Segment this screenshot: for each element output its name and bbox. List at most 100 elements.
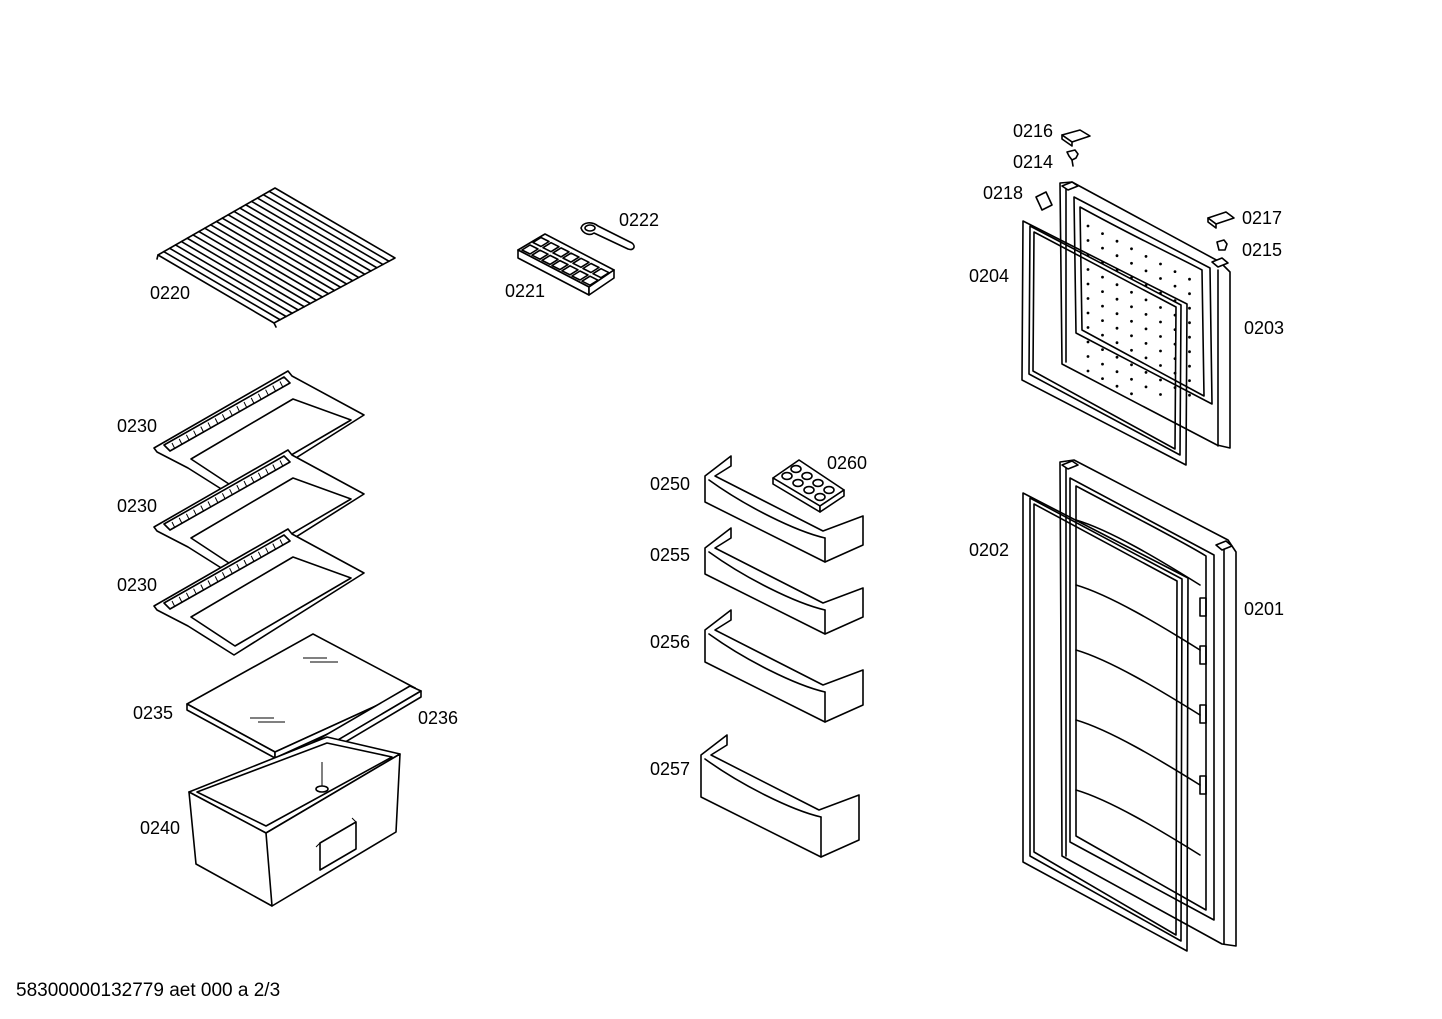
shelf-grille-line	[214, 418, 219, 425]
freezer-dot	[1130, 305, 1133, 309]
freezer-dot	[1144, 255, 1148, 258]
freezer-dot	[1159, 378, 1162, 382]
freezer-dot	[1159, 306, 1162, 309]
freezer-dot	[1130, 247, 1133, 251]
shelf-grille-line	[193, 509, 198, 516]
ice-cell	[581, 275, 599, 287]
freezer-dot	[1130, 290, 1133, 294]
part-label-0217: 0217	[1242, 208, 1283, 228]
freezer-dot	[1086, 369, 1090, 373]
shelf-grille-line	[243, 480, 248, 488]
shelf-grille-line	[236, 563, 241, 571]
ice-scoop-drawing	[580, 222, 635, 251]
fridge-gasket-drawing	[1022, 492, 1189, 952]
shelf-grille-line	[279, 381, 284, 388]
freezer-dot	[1144, 313, 1148, 316]
freezer-dot	[1144, 385, 1148, 389]
shelf-grille-line	[272, 385, 277, 392]
shelf-grille-line	[265, 468, 270, 475]
egg-cup	[823, 485, 835, 495]
part-label-0216: 0216	[1013, 121, 1054, 141]
door-bin	[704, 527, 864, 635]
freezer-dot	[1115, 312, 1119, 316]
shelf-grille-line	[243, 559, 248, 567]
ice-cell	[592, 267, 610, 279]
shelf-glass	[190, 477, 352, 568]
shelf-grille-line	[229, 567, 234, 575]
rack-bar	[256, 197, 378, 269]
freezer-dot	[1101, 377, 1104, 380]
shelf-grille-line	[200, 584, 205, 591]
crisper-drawer-drawing	[188, 736, 401, 907]
egg-tray-drawing	[772, 459, 845, 513]
ice-cell	[532, 236, 550, 248]
rack-bar	[262, 193, 384, 266]
shelf-grille-line	[193, 588, 198, 595]
part-label-0218: 0218	[983, 183, 1024, 203]
ice-cell	[562, 252, 580, 263]
part-label-0230-top: 0230	[117, 416, 158, 436]
freezer-dot	[1144, 356, 1148, 360]
shelf-grille-line	[200, 505, 205, 512]
bin-lip	[708, 551, 826, 611]
shelf-grille-line	[257, 551, 262, 559]
shelf-glass	[190, 556, 352, 647]
ice-cell	[551, 259, 569, 271]
shelf-grille-line	[207, 422, 212, 429]
shelf-grille-line	[250, 397, 255, 405]
freezer-dot	[1086, 297, 1090, 300]
part-label-0236: 0236	[418, 708, 459, 728]
rack-bar	[221, 217, 342, 289]
bin-lip	[708, 633, 826, 693]
freezer-dot	[1115, 283, 1119, 287]
shelf-rear-trim	[163, 455, 291, 531]
rack-bar	[174, 244, 293, 315]
freezer-dot	[1101, 275, 1104, 279]
glass-shelf	[153, 370, 365, 498]
freezer-dot	[1086, 326, 1090, 329]
shelf-grille-line	[279, 460, 284, 467]
shelf-grille-line	[200, 426, 205, 433]
shelf-glass	[190, 398, 352, 489]
part-label-0204: 0204	[969, 266, 1010, 286]
part-label-0201: 0201	[1244, 599, 1285, 619]
freezer-dot	[1130, 319, 1133, 323]
shelf-grille-line	[214, 576, 219, 583]
shelf-grille-line	[171, 442, 176, 450]
shelf-grille-line	[178, 517, 183, 525]
egg-cup	[792, 478, 804, 488]
freezer-dot	[1159, 262, 1162, 266]
egg-cup	[812, 478, 824, 488]
part-label-0256: 0256	[650, 632, 691, 652]
part-label-0230-bottom: 0230	[117, 575, 158, 595]
freezer-dot	[1188, 364, 1191, 368]
door-bin	[704, 609, 864, 723]
small-hinge-parts-drawing	[1035, 129, 1235, 251]
freezer-dot	[1115, 326, 1119, 330]
egg-cup	[781, 471, 793, 481]
ice-cell	[572, 257, 590, 269]
door-bins-drawing	[700, 455, 864, 858]
rack-bar	[268, 190, 390, 263]
freezer-dot	[1144, 371, 1148, 374]
shelf-grille-line	[185, 513, 190, 521]
freezer-dot	[1159, 364, 1162, 367]
part-label-0257: 0257	[650, 759, 691, 779]
ice-cell	[531, 249, 549, 261]
freezer-door-drawing	[1059, 181, 1231, 449]
shelf-grille-line	[243, 401, 248, 409]
part-label-0235: 0235	[133, 703, 174, 723]
ice-cell	[552, 247, 570, 258]
freezer-dot	[1159, 320, 1162, 324]
rack-bar	[233, 210, 354, 282]
freezer-dot	[1101, 246, 1104, 250]
shelf-frame	[153, 449, 365, 577]
shelf-grille-line	[272, 464, 277, 471]
freezer-dot	[1115, 341, 1119, 345]
shelf-grille-line	[236, 484, 241, 492]
shelf-grille-line	[171, 600, 176, 608]
freezer-dot	[1188, 306, 1191, 310]
egg-cup	[803, 485, 815, 495]
